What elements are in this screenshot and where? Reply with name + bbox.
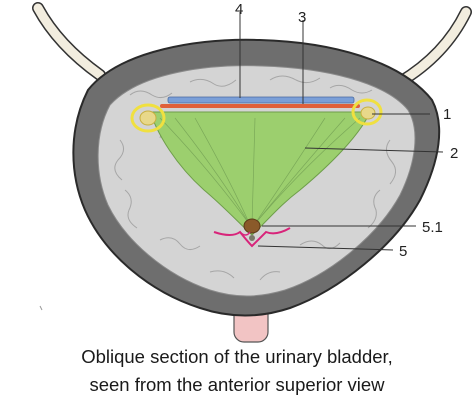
trigone-fibers	[159, 117, 361, 226]
internal-urethral-orifice	[243, 218, 261, 234]
label-5: 5	[399, 243, 407, 260]
right-ureter-orifice	[351, 98, 383, 126]
label-4: 4	[235, 1, 243, 18]
label-1: 1	[443, 106, 451, 123]
caption-line-1: Oblique section of the urinary bladder,	[81, 346, 393, 367]
left-ureter-orifice	[130, 103, 166, 133]
trigone	[149, 111, 371, 236]
label-2: 2	[450, 145, 458, 162]
interureteric-band-blue	[167, 96, 355, 104]
leader-lines	[239, 12, 444, 251]
interureteric-band-red	[160, 104, 360, 108]
caption-line-2: seen from the anterior superior view	[89, 374, 385, 395]
label-3: 3	[298, 9, 306, 26]
bladder-neck-line	[213, 227, 291, 248]
label-5-1: 5.1	[422, 219, 443, 236]
